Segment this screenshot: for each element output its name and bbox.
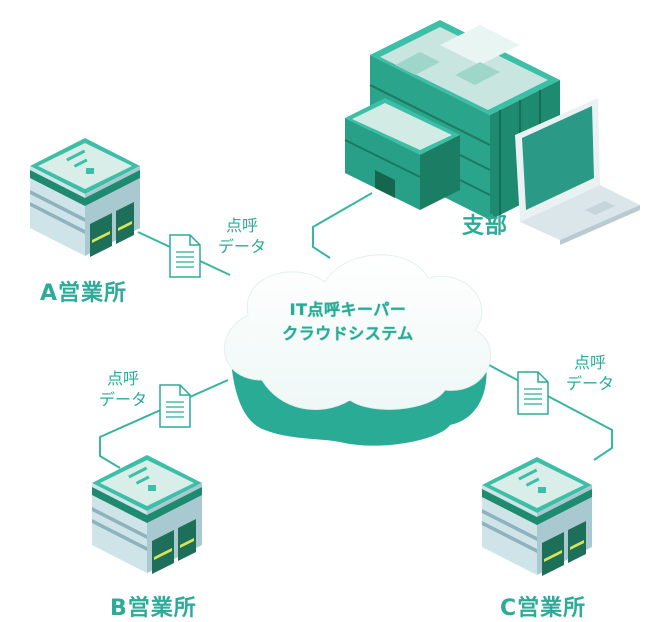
data-label-a: 点呼 データ [207, 215, 277, 257]
data-label-c: 点呼 データ [555, 352, 625, 394]
hq-label: 支部 [462, 214, 509, 239]
data-label-b-line1: 点呼 [106, 369, 139, 388]
hq-building [344, 20, 640, 245]
data-label-a-line1: 点呼 [225, 216, 258, 235]
cloud-label: IT点呼キーパー クラウドシステム [238, 298, 458, 346]
office-a-label: A営業所 [40, 281, 128, 306]
cloud-shape [223, 254, 492, 446]
data-label-a-line2: データ [217, 237, 266, 256]
data-label-b-line2: データ [98, 390, 147, 409]
cloud-label-line1: IT点呼キーパー [289, 300, 407, 319]
document-icon-b [159, 384, 191, 428]
data-label-b: 点呼 データ [88, 368, 158, 410]
document-icon-a [169, 234, 201, 278]
office-c-label: C営業所 [500, 596, 587, 621]
office-b-building [92, 455, 202, 574]
line-hq-cloud [312, 192, 373, 259]
office-c-building [482, 457, 592, 576]
data-label-c-line2: データ [565, 374, 614, 393]
document-icon-c [517, 371, 549, 415]
office-a-building [30, 138, 140, 257]
cloud-label-line2: クラウドシステム [282, 324, 414, 343]
data-label-c-line1: 点呼 [573, 353, 606, 372]
office-b-label: B営業所 [110, 596, 197, 621]
